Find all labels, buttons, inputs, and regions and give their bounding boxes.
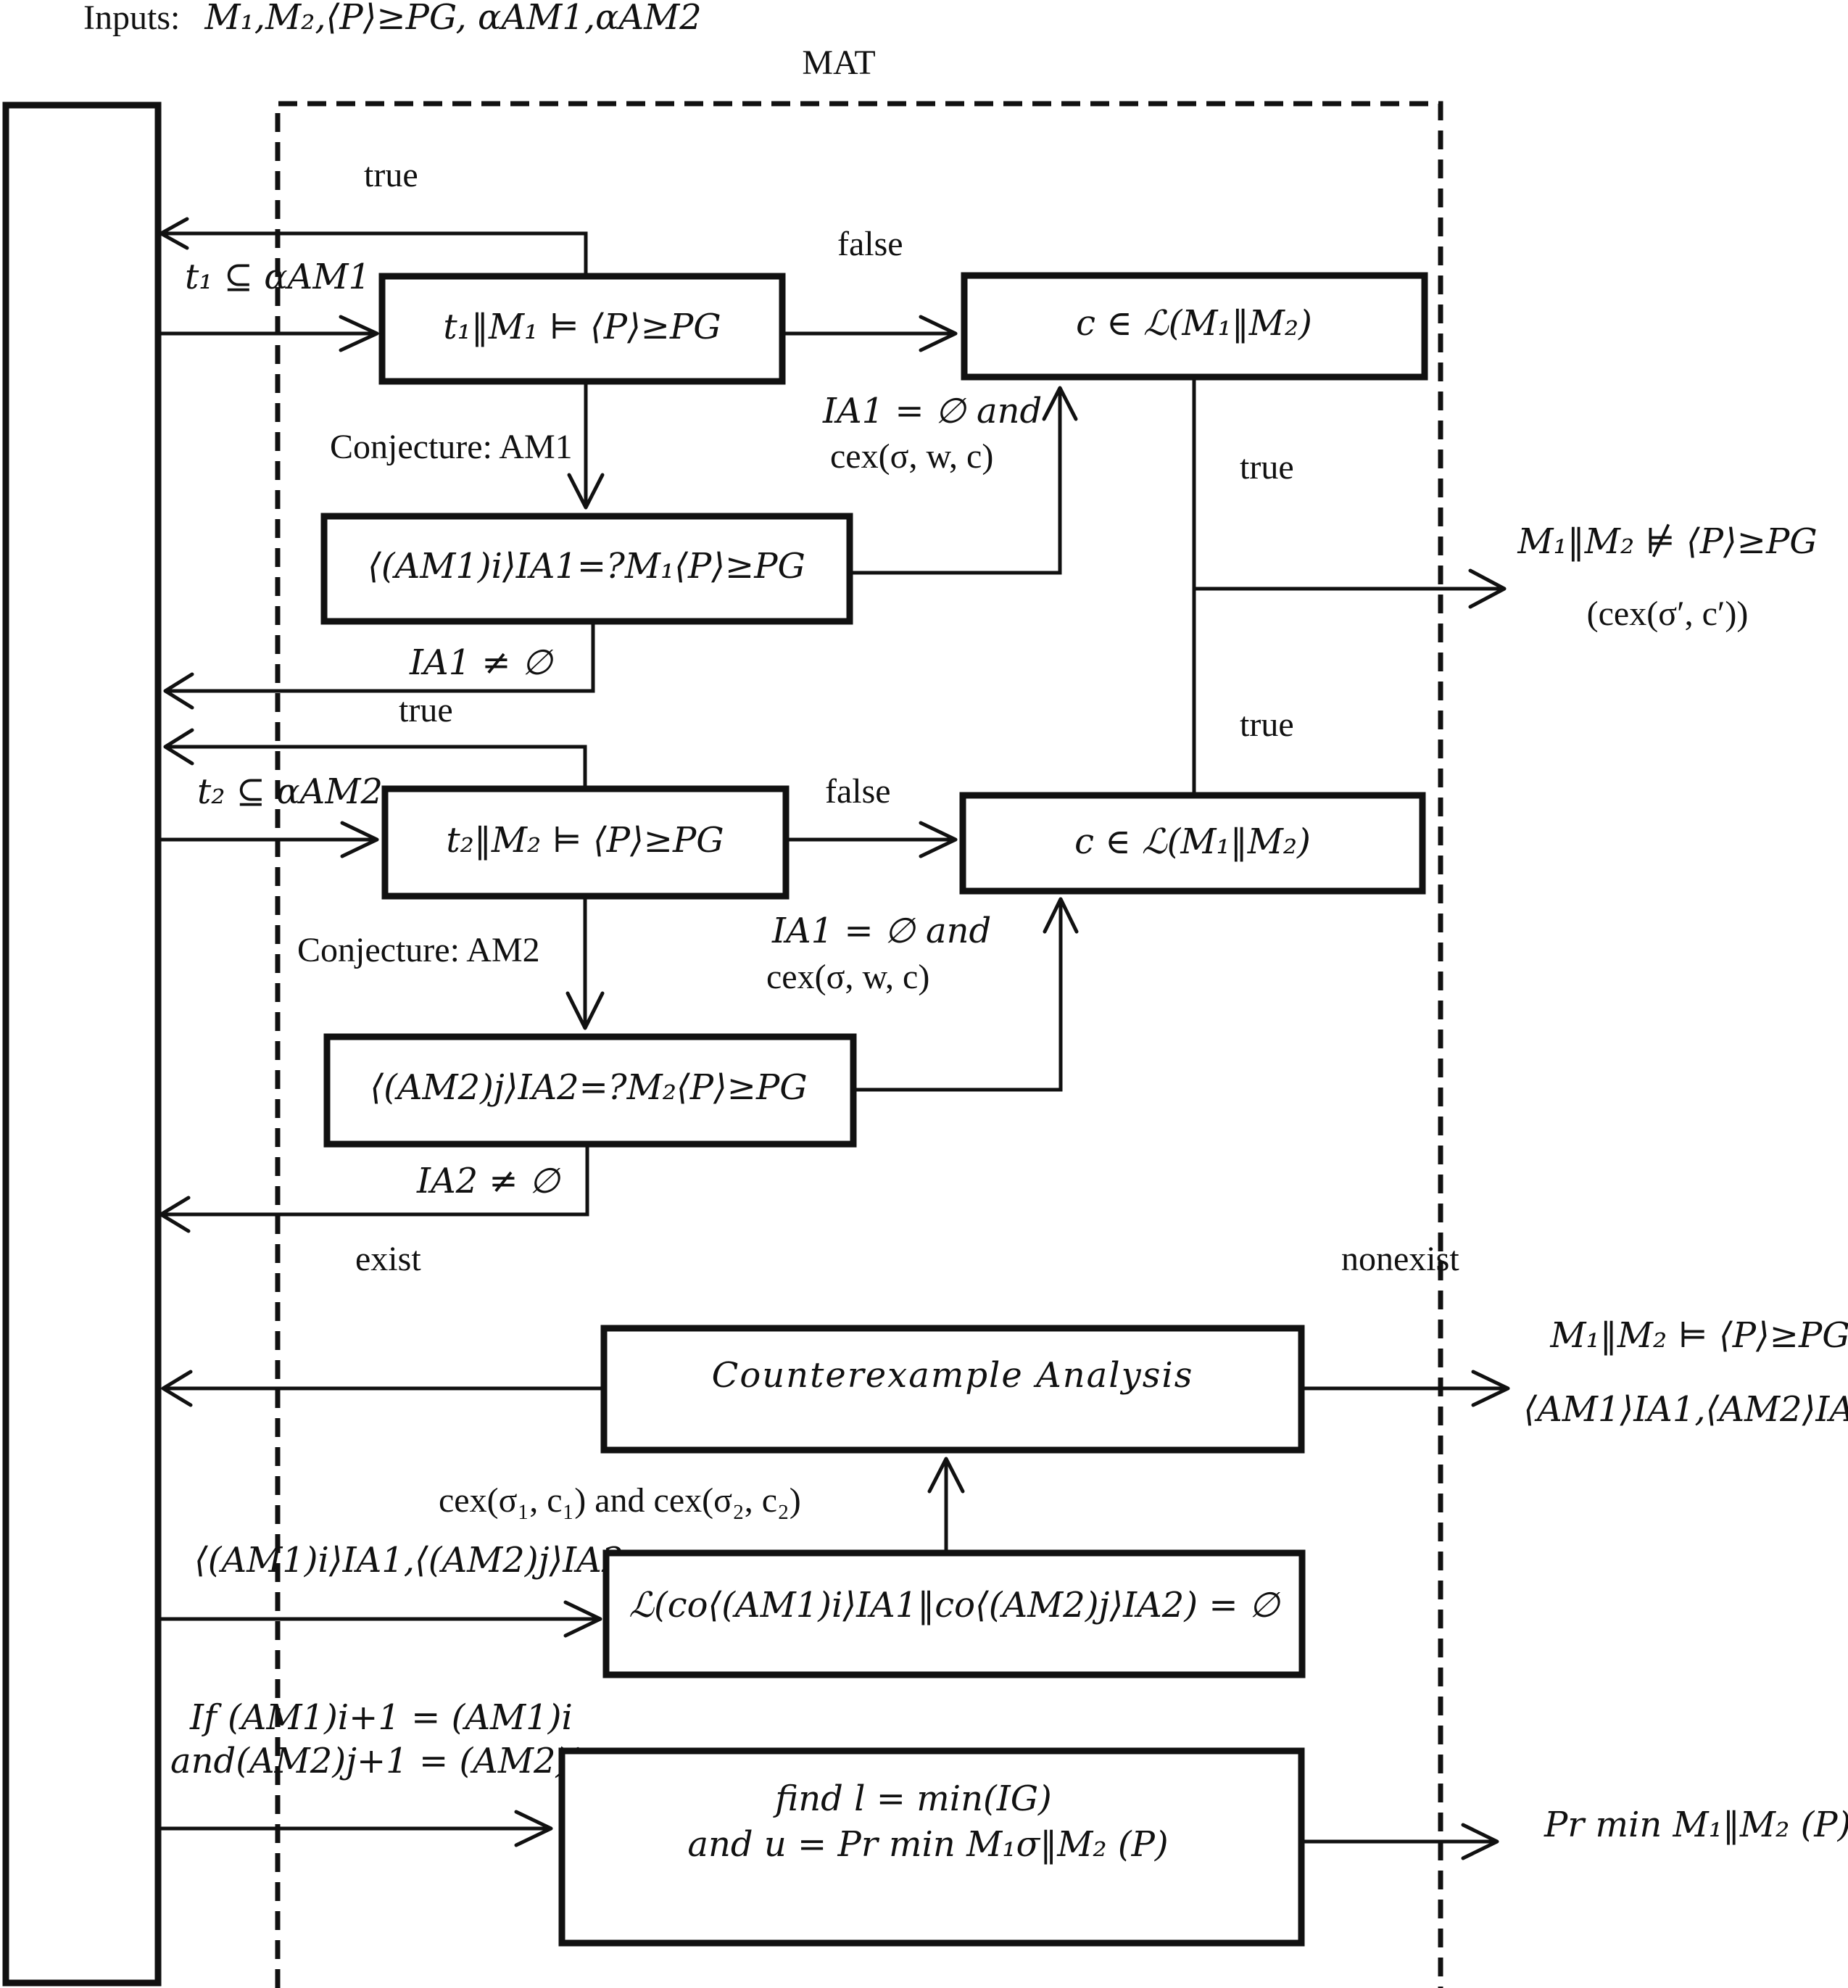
output-bound: Pr min M₁‖M₂ (P) ∈ [l, u] <box>1544 1805 1848 1845</box>
mat-title: MAT <box>802 44 875 82</box>
label-ia2-nonempty: IA2 ≠ ∅ <box>416 1161 561 1201</box>
arrowhead-fail-output <box>1468 568 1507 609</box>
label-ia1-nonempty: IA1 ≠ ∅ <box>409 642 554 683</box>
arrowhead-query1-to-cex1 <box>1042 386 1078 421</box>
analysis-text: Counterexample Analysis <box>712 1355 1194 1396</box>
label-if-line2: and(AM2)j+1 = (AM2)j <box>170 1741 580 1781</box>
mat-boundary <box>275 101 1443 1988</box>
learner-box <box>2 102 162 1987</box>
label-t2-subset: t₂ ⊆ αAM2 <box>197 771 383 812</box>
label-nonexist: nonexist <box>1341 1240 1459 1278</box>
arrowhead-exist <box>161 1370 193 1407</box>
cex1-text: c ∈ ℒ(M₁‖M₂) <box>1076 303 1312 344</box>
check2-box <box>381 785 790 900</box>
edge-query1-to-cex1 <box>850 388 1062 575</box>
label-conjecture-1: Conjecture: AM1 <box>330 428 573 466</box>
query2-text: ⟨(AM2)j⟩IA2=?M₂⟨P⟩≥PG <box>370 1067 807 1108</box>
arrowhead-fixpoint <box>514 1810 553 1847</box>
emptiness-box <box>602 1549 1306 1678</box>
cex2-text: c ∈ ℒ(M₁‖M₂) <box>1074 821 1311 862</box>
output-pass-line1: M₁‖M₂ ⊨ ⟨P⟩≥PG <box>1549 1315 1848 1356</box>
arrowhead-t2 <box>340 821 379 858</box>
edge-ia1-nonempty-return <box>165 621 595 693</box>
arrowhead-true-return-1 <box>159 217 189 250</box>
output-fail-line2: (cex(σ′, c′)) <box>1587 595 1749 633</box>
label-false-top: false <box>837 225 903 263</box>
label-ia1-empty-1: IA1 = ∅ and <box>822 391 1042 431</box>
label-true-right-mid: true <box>1240 705 1294 744</box>
edge-query2-to-cex2 <box>853 899 1063 1092</box>
output-pass-line2: ⟨AM1⟩IA1,⟨AM2⟩IA2 <box>1523 1389 1848 1430</box>
label-true-mid: true <box>399 691 453 729</box>
label-ia1-empty-2: IA1 = ∅ and <box>771 911 991 951</box>
query1-text: ⟨(AM1)i⟩IA1=?M₁⟨P⟩≥PG <box>368 546 805 587</box>
edge-true-return-1 <box>161 231 588 274</box>
arrowhead-bounds-output <box>1461 1823 1499 1860</box>
label-true-right-top: true <box>1240 448 1294 486</box>
edge-ia2-nonempty-return <box>161 1144 589 1217</box>
find-line1: find l = min⁡(IG) <box>773 1778 1052 1819</box>
arrowhead-assumptions <box>563 1600 602 1638</box>
arrowhead-emptiness-to-analysis <box>927 1457 965 1494</box>
arrowhead-ia1-nonempty <box>163 672 194 710</box>
arrowhead-false-1 <box>919 315 958 352</box>
label-conjecture-2: Conjecture: AM2 <box>297 931 540 969</box>
output-fail-line1: M₁‖M₂ ⊭ ⟨P⟩≥PG <box>1517 521 1817 562</box>
label-exist: exist <box>355 1240 421 1278</box>
arrowhead-t1 <box>339 315 379 352</box>
find-bounds-box <box>558 1747 1305 1947</box>
inputs-formula: M₁,M₂,⟨P⟩≥PG, αAM1,αAM2 <box>204 0 702 38</box>
edge-true-return-2 <box>165 745 587 788</box>
emptiness-text: ℒ(co⟨(AM1)i⟩IA1‖co⟨(AM2)j⟩IA2) = ∅ <box>629 1585 1280 1625</box>
find-line2: and u = Pr min M₁σ‖M₂ (P) <box>687 1824 1168 1865</box>
arrowhead-query2-to-cex2 <box>1043 897 1079 934</box>
label-t1-subset: t₁ ⊆ αAM1 <box>185 257 370 297</box>
label-cex-swc-1: cex(σ, w, c) <box>830 437 993 476</box>
arrowhead-conjecture-2 <box>565 991 605 1030</box>
arrowhead-true-return-2 <box>163 728 194 766</box>
cex1-box <box>961 272 1428 381</box>
label-true-top: true <box>364 156 418 194</box>
arrowhead-conjecture-1 <box>567 473 605 510</box>
check1-box <box>378 273 786 385</box>
label-if-line1: If (AM1)i+1 = (AM1)i <box>189 1697 573 1738</box>
query1-box <box>320 513 853 625</box>
arrowhead-ia2-nonempty <box>159 1196 191 1233</box>
check1-text: t₁‖M₁ ⊨ ⟨P⟩≥PG <box>443 307 721 347</box>
inputs-label: Inputs: M₁,M₂,⟨P⟩≥PG, αAM1,αAM2 <box>83 0 702 38</box>
inputs-prefix: Inputs: <box>83 0 180 37</box>
cex2-box <box>959 792 1426 895</box>
label-assumptions: ⟨(AM1)i⟩IA1,⟨(AM2)j⟩IA2 <box>194 1540 623 1581</box>
query2-box <box>323 1033 857 1148</box>
label-cex-pair: cex(σ₁, c₁) and cex(σ₂, c₂) <box>439 1481 801 1520</box>
arrowhead-false-2 <box>919 821 958 858</box>
arrowhead-nonexist <box>1471 1370 1510 1407</box>
label-false-mid: false <box>825 772 891 811</box>
label-cex-swc-2: cex(σ, w, c) <box>766 958 929 996</box>
check2-text: t₂‖M₂ ⊨ ⟨P⟩≥PG <box>446 820 724 861</box>
